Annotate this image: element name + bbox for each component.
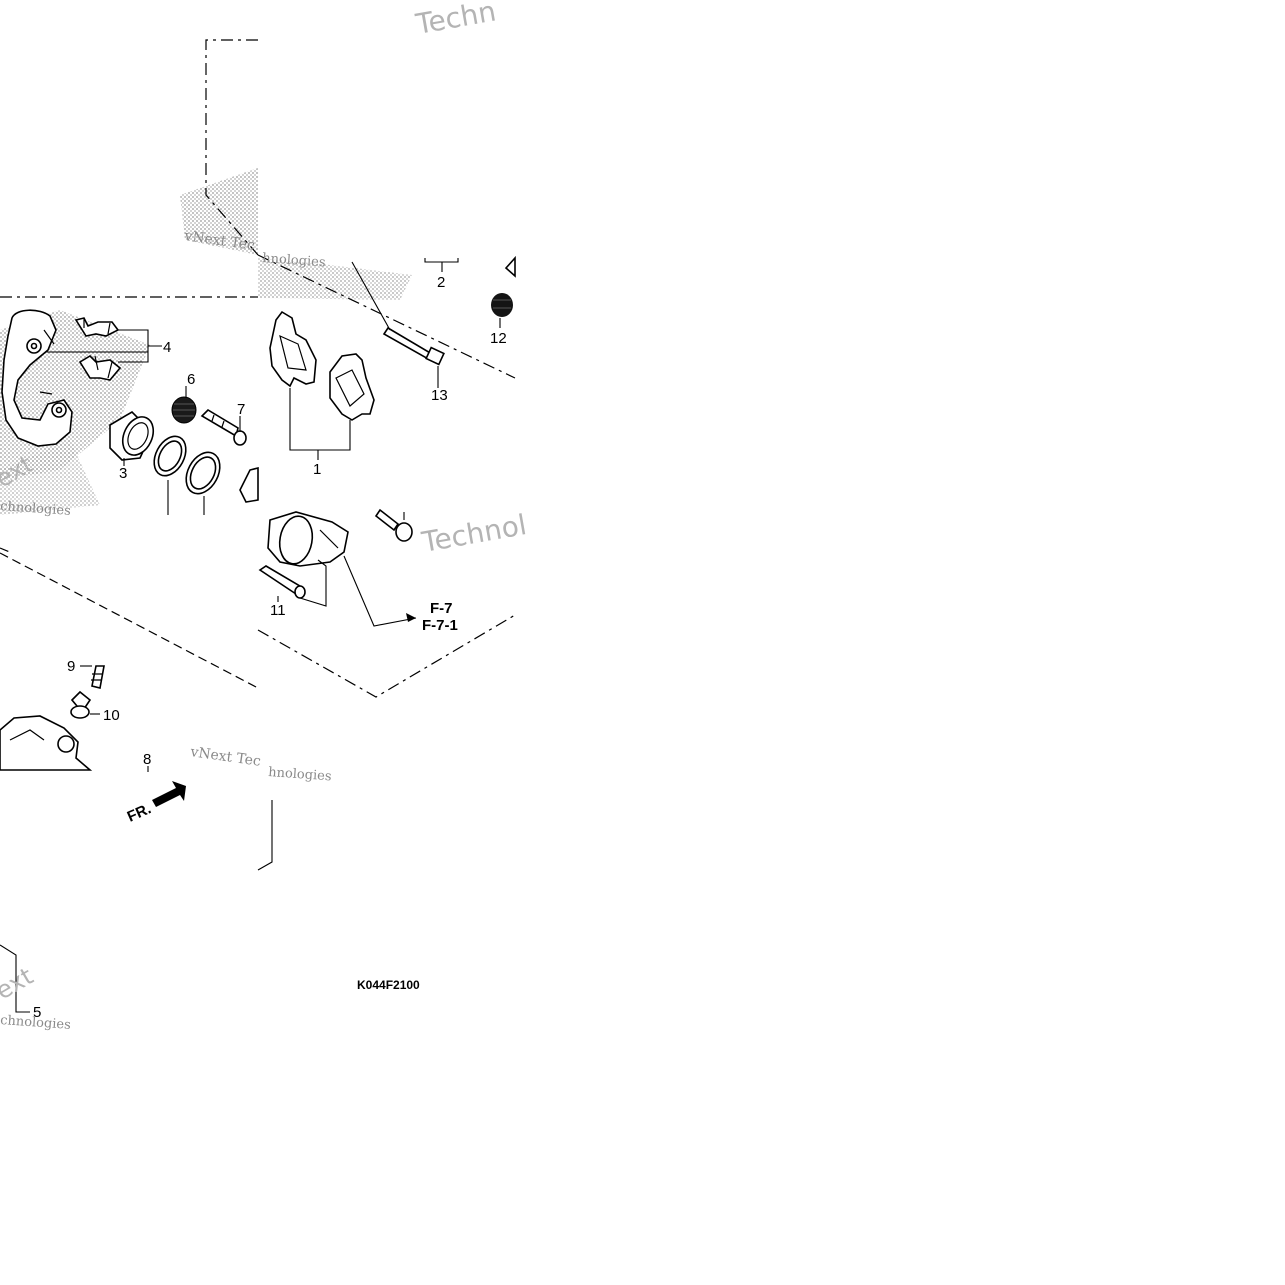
- watermark-word: ext: [0, 962, 38, 1005]
- watermark-word: hnologies: [268, 765, 332, 784]
- diagram-code: K044F2100: [357, 978, 420, 992]
- section-ref-f7[interactable]: F-7: [430, 600, 453, 617]
- callout-10: 10: [103, 707, 120, 724]
- brake-pad-edge: [239, 466, 259, 503]
- callout-5: 5: [33, 1004, 41, 1021]
- watermark-word: hnologies: [262, 251, 326, 270]
- callout-11: 11: [270, 602, 286, 619]
- watermark-text: Techn vNext Tec hnologies Technol chnolo…: [0, 0, 529, 1033]
- front-direction-label: FR.: [125, 800, 154, 825]
- pin-bolt: [382, 326, 445, 366]
- callout-1: 1: [313, 461, 321, 478]
- caliper-slide-pin: [258, 565, 306, 599]
- callout-13: 13: [431, 387, 448, 404]
- caliper-body: [267, 511, 349, 567]
- slide-pin: [200, 408, 247, 446]
- watermark-word: chnologies: [0, 1013, 71, 1033]
- sealing-washer: [70, 690, 92, 719]
- caliper-bracket: [1, 309, 73, 447]
- caliper-assembly-lower: [0, 715, 93, 771]
- callout-7: 7: [237, 401, 245, 418]
- callout-12: 12: [490, 330, 507, 347]
- piston-seal-rings: [153, 435, 221, 495]
- pad-spring-clip-upper: [74, 317, 120, 337]
- assembly-boundary: [0, 39, 516, 1013]
- callout-3: 3: [119, 465, 127, 482]
- leader-lines: [46, 258, 501, 772]
- bleeder-cap: [491, 293, 513, 317]
- brake-pad-set: [269, 310, 375, 421]
- mounting-bolt: [374, 508, 413, 542]
- callout-8: 8: [143, 751, 151, 768]
- callout-6: 6: [187, 371, 195, 388]
- section-ref-f7-1[interactable]: F-7-1: [422, 617, 458, 634]
- bleeder-screw: [91, 665, 105, 689]
- part-callouts: 1 2 3 4 5 6 7 8 9 10 11 12 13: [33, 274, 507, 1021]
- partial-part: [504, 255, 516, 278]
- watermark-word: Techn: [413, 0, 499, 41]
- pin-boot: [171, 396, 197, 424]
- watermark-word: chnologies: [0, 499, 71, 519]
- pad-spring-clip-lower: [78, 354, 122, 381]
- callout-4: 4: [163, 339, 171, 356]
- front-direction-arrow: FR.: [125, 781, 186, 826]
- watermark-word: Technol: [419, 508, 529, 559]
- callout-2: 2: [437, 274, 445, 291]
- watermark-word: vNext Tec: [188, 744, 261, 770]
- callout-9: 9: [67, 658, 75, 675]
- caliper-piston: [109, 410, 155, 461]
